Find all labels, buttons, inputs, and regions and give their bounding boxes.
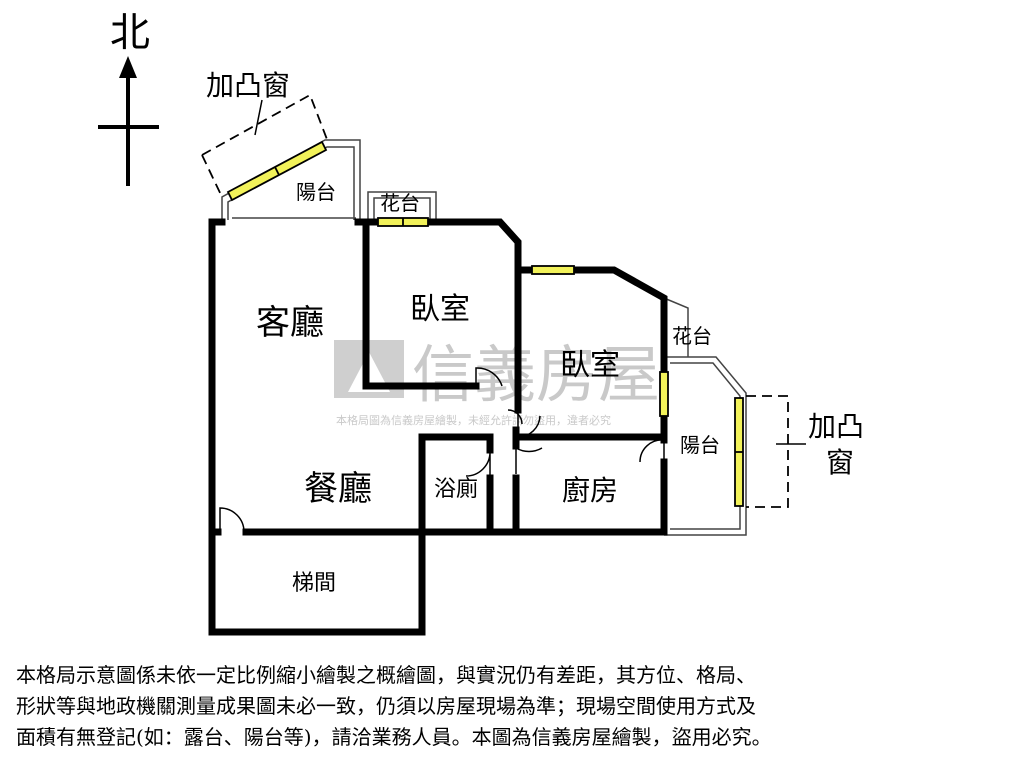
- east-balcony-inner: [670, 362, 741, 530]
- label-kitchen: 廚房: [562, 474, 618, 507]
- wall-bedroom1: [362, 218, 480, 390]
- east-planter-outline: [663, 297, 689, 357]
- label-dining-room: 餐廳: [304, 469, 372, 509]
- east-bay-window-outline: [746, 395, 789, 508]
- walls: [208, 218, 668, 636]
- label-balcony-north: 陽台: [296, 180, 336, 204]
- watermark-brand: 信義房屋: [412, 338, 660, 411]
- label-balcony-east: 陽台: [680, 433, 720, 457]
- north-balcony-inner: [227, 146, 355, 220]
- balcony-east-door-icon: [639, 439, 665, 463]
- north-arrow-icon: [119, 56, 137, 78]
- label-bedroom-2: 臥室: [560, 348, 620, 383]
- label-bay-window-north: 加凸窗: [206, 69, 290, 102]
- label-bedroom-1: 臥室: [410, 292, 470, 327]
- north-bay-window-side: [201, 154, 223, 198]
- windows: [226, 140, 744, 507]
- bedroom1-south-door-icon: [507, 409, 523, 425]
- floor-plan: 信義房屋 本格局圖為信義房屋繪製，未經允許請勿盜用，違者必究 北: [98, 10, 864, 636]
- bedroom1-door-icon: [475, 367, 503, 387]
- bay-window-outlines: [201, 93, 789, 508]
- label-bay-window-east-2: 窗: [826, 446, 854, 479]
- north-balcony-outline: [221, 139, 361, 220]
- bathroom-door-icon: [465, 451, 491, 477]
- label-bathroom: 浴廁: [434, 477, 478, 502]
- label-planter-north: 花台: [380, 191, 420, 215]
- disclaimer-line-2: 形狀等與地政機關測量成果圖未必一致，仍須以房屋現場為準；現場空間使用方式及: [16, 694, 756, 718]
- north-bay-pointer: [254, 99, 263, 136]
- label-bay-window-east-1: 加凸: [808, 410, 864, 443]
- doors: [219, 367, 665, 533]
- thin-outlines: [221, 139, 747, 536]
- label-planter-east: 花台: [672, 324, 712, 348]
- label-stairwell: 梯間: [292, 571, 336, 596]
- disclaimer-line-3: 面積有無登記(如：露台、陽台等)，請洽業務人員。本圖為信義房屋繪製，盜用必究。: [16, 725, 772, 749]
- bedroom2-north-window: [531, 265, 575, 275]
- disclaimer: 本格局示意圖係未依一定比例縮小繪製之概繪圖，與實況仍有差距，其方位、格局、 形狀…: [16, 660, 1012, 753]
- kitchen-door-icon: [515, 447, 543, 474]
- wall-west: [208, 218, 494, 636]
- east-balcony-outline: [664, 356, 747, 536]
- watermark-notice: 本格局圖為信義房屋繪製，未經允許請勿盜用，違者必究: [336, 413, 611, 427]
- room-labels: 客廳 餐廳 臥室 臥室 浴廁 廚房 梯間 陽台 陽台 花台 花台 加凸窗 加凸 …: [206, 69, 864, 596]
- watermark: 信義房屋 本格局圖為信義房屋繪製，未經允許請勿盜用，違者必究: [334, 338, 660, 427]
- kitchen-east-window: [659, 371, 669, 417]
- north-bay-window-outline: [201, 93, 329, 156]
- north-compass: 北: [98, 10, 159, 186]
- wall-bedroom1-north: [362, 218, 522, 390]
- stair-door-icon: [219, 507, 245, 533]
- north-planter-inner: [373, 197, 431, 220]
- label-living-room: 客廳: [256, 303, 324, 343]
- north-bay-window-mullion: [274, 166, 280, 176]
- north-planter-outline: [367, 191, 437, 220]
- disclaimer-line-1: 本格局示意圖係未依一定比例縮小繪製之概繪圖，與實況仍有差距，其方位、格局、: [16, 663, 756, 687]
- compass-north-label: 北: [110, 10, 150, 56]
